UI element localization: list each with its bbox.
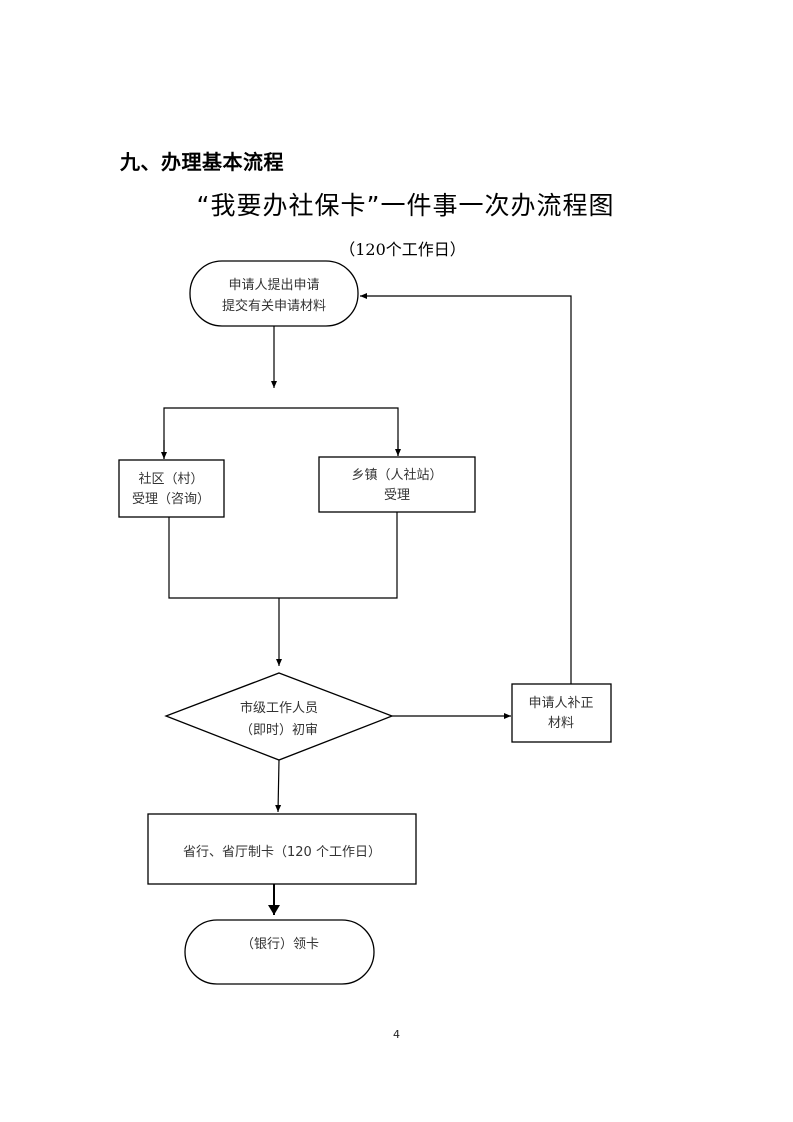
edge-review-to-make-card (275, 759, 282, 813)
terminal-shape (184, 919, 375, 985)
node-supplement-line-1: 申请人补正 (528, 696, 593, 711)
node-apply-line-1: 申请人提出申请 (228, 277, 319, 293)
process-shape (511, 683, 612, 743)
node-review-line-2: （即时）初审 (240, 723, 318, 738)
node-supplement: 申请人补正 材料 (511, 683, 612, 743)
flowchart-subtitle: （120个工作日） (339, 240, 466, 259)
terminal-shape (189, 260, 359, 327)
node-township-line-1: 乡镇（人社站） (351, 467, 442, 483)
node-review-line-1: 市级工作人员 (240, 700, 318, 716)
section-heading: 九、办理基本流程 (120, 150, 284, 174)
node-collect: （银行）领卡 (184, 919, 375, 985)
edge-supplement-to-apply (360, 293, 572, 684)
edge-branches-to-review (168, 512, 398, 666)
node-township: 乡镇（人社站） 受理 (318, 456, 476, 513)
node-make-card: 省行、省厅制卡（120 个工作日） (147, 813, 417, 885)
process-shape (318, 456, 476, 513)
page-number: 4 (393, 1028, 400, 1041)
connector-line (168, 512, 398, 599)
node-review: 市级工作人员 （即时）初审 (164, 672, 394, 761)
node-township-line-2: 受理 (384, 488, 410, 503)
node-make-card-line-1: 省行、省厅制卡（120 个工作日） (183, 845, 381, 860)
decision-shape (164, 672, 394, 761)
node-apply: 申请人提出申请 提交有关申请材料 (189, 260, 359, 327)
node-collect-line-1: （银行）领卡 (241, 937, 319, 952)
node-supplement-line-2: 材料 (548, 716, 574, 731)
node-community: 社区（村） 受理（咨询） (118, 459, 225, 518)
node-apply-line-2: 提交有关申请材料 (222, 298, 326, 314)
node-community-line-2: 受理（咨询） (132, 492, 210, 507)
process-shape (118, 459, 225, 518)
process-shape (147, 813, 417, 885)
node-community-line-1: 社区（村） (138, 471, 203, 487)
edge-apply-to-branches (161, 326, 401, 459)
flowchart-title: “我要办社保卡”一件事一次办流程图 (196, 191, 615, 220)
connector-line (163, 407, 399, 459)
